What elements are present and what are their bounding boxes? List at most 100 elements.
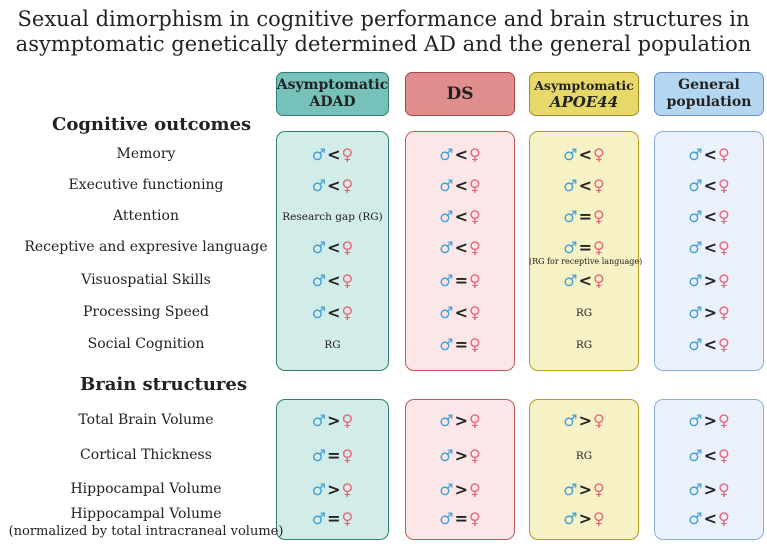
cognitive-panel-apoe44 [529, 131, 639, 371]
male-symbol-icon: ♂ [311, 303, 327, 322]
sex-comparison: ♂<♀ [405, 303, 515, 323]
comparison-operator: > [703, 303, 718, 322]
female-symbol-icon: ♀ [718, 207, 730, 226]
female-symbol-icon: ♀ [718, 335, 730, 354]
female-symbol-icon: ♀ [718, 238, 730, 257]
sex-comparison: ♂=♀ [405, 335, 515, 355]
male-symbol-icon: ♂ [439, 335, 454, 354]
sex-comparison: ♂=♀ [529, 207, 639, 227]
sex-comparison: ♂>♀ [278, 411, 388, 431]
male-symbol-icon: ♂ [688, 207, 703, 226]
comparison-operator: = [327, 446, 341, 465]
comparison-operator: > [327, 411, 341, 430]
male-symbol-icon: ♂ [311, 480, 327, 499]
male-symbol-icon: ♂ [439, 176, 454, 195]
male-symbol-icon: ♂ [439, 411, 454, 430]
male-symbol-icon: ♂ [688, 335, 703, 354]
section-heading-cognitive: Cognitive outcomes [52, 114, 252, 135]
sex-comparison: ♂>♀ [654, 303, 764, 323]
comparison-operator: < [327, 145, 341, 164]
male-symbol-icon: ♂ [688, 303, 703, 322]
row-label: Hippocampal Volume [70, 481, 222, 497]
sex-comparison: ♂=♀ [529, 238, 639, 258]
column-header-line-1: Asymptomatic [534, 78, 634, 93]
sex-comparison: ♂>♀ [529, 509, 639, 529]
male-symbol-icon: ♂ [439, 303, 454, 322]
comparison-operator: < [327, 238, 341, 257]
row-label: Memory [116, 146, 176, 162]
female-symbol-icon: ♀ [718, 411, 730, 430]
comparison-operator: < [703, 238, 718, 257]
female-symbol-icon: ♀ [718, 176, 730, 195]
sex-comparison: ♂=♀ [278, 446, 388, 466]
male-symbol-icon: ♂ [439, 271, 454, 290]
comparison-operator: > [703, 480, 718, 499]
female-symbol-icon: ♀ [718, 480, 730, 499]
sex-comparison: ♂<♀ [278, 145, 388, 165]
comparison-operator: < [454, 238, 469, 257]
sex-comparison: ♂>♀ [278, 480, 388, 500]
female-symbol-icon: ♀ [469, 207, 481, 226]
female-symbol-icon: ♀ [593, 238, 605, 257]
sex-comparison: ♂>♀ [529, 411, 639, 431]
male-symbol-icon: ♂ [439, 446, 454, 465]
female-symbol-icon: ♀ [718, 145, 730, 164]
male-symbol-icon: ♂ [563, 176, 578, 195]
brain-panel-general [654, 399, 764, 540]
row-label: Executive functioning [68, 177, 224, 193]
comparison-operator: = [578, 238, 593, 257]
male-symbol-icon: ♂ [439, 509, 454, 528]
row-label: Total Brain Volume [78, 412, 214, 428]
female-symbol-icon: ♀ [593, 176, 605, 195]
row-label: Cortical Thickness [80, 447, 212, 463]
sex-comparison: ♂<♀ [529, 145, 639, 165]
sex-comparison: ♂<♀ [654, 207, 764, 227]
comparison-operator: > [327, 480, 341, 499]
sex-comparison: ♂>♀ [529, 480, 639, 500]
cognitive-panel-general [654, 131, 764, 371]
male-symbol-icon: ♂ [688, 145, 703, 164]
female-symbol-icon: ♀ [593, 480, 605, 499]
comparison-operator: < [327, 303, 341, 322]
comparison-operator: < [703, 145, 718, 164]
female-symbol-icon: ♀ [341, 411, 354, 430]
brain-panel-adad [276, 399, 389, 540]
sex-comparison: ♂<♀ [529, 176, 639, 196]
male-symbol-icon: ♂ [688, 238, 703, 257]
female-symbol-icon: ♀ [341, 303, 354, 322]
male-symbol-icon: ♂ [311, 509, 327, 528]
figure-title-line-2: asymptomatic genetically determined AD a… [15, 32, 752, 56]
cognitive-panel-adad [276, 131, 389, 371]
female-symbol-icon: ♀ [341, 509, 354, 528]
female-symbol-icon: ♀ [341, 238, 354, 257]
comparison-operator: > [454, 480, 469, 499]
sex-comparison: ♂<♀ [529, 271, 639, 291]
male-symbol-icon: ♂ [311, 446, 327, 465]
sex-comparison: ♂<♀ [654, 145, 764, 165]
comparison-operator: < [327, 271, 341, 290]
cognitive-panel-ds [405, 131, 515, 371]
sex-comparison: ♂<♀ [654, 238, 764, 258]
column-header-line-1: DS [446, 84, 474, 104]
female-symbol-icon: ♀ [469, 411, 481, 430]
sex-comparison: ♂<♀ [278, 271, 388, 291]
comparison-operator: < [454, 303, 469, 322]
comparison-operator: < [703, 176, 718, 195]
figure-title-line-1: Sexual dimorphism in cognitive performan… [17, 7, 750, 31]
sex-comparison: ♂<♀ [405, 207, 515, 227]
research-gap-label: RG [575, 450, 593, 462]
sex-comparison: ♂=♀ [405, 271, 515, 291]
research-gap-label: Research gap (RG) [282, 211, 383, 223]
column-header-line-1: Asymptomatic [276, 77, 389, 93]
male-symbol-icon: ♂ [439, 207, 454, 226]
female-symbol-icon: ♀ [469, 335, 481, 354]
comparison-operator: = [454, 509, 469, 528]
row-label: Visuospatial Skills [81, 272, 211, 288]
male-symbol-icon: ♂ [563, 480, 578, 499]
female-symbol-icon: ♀ [718, 271, 730, 290]
male-symbol-icon: ♂ [563, 145, 578, 164]
male-symbol-icon: ♂ [439, 480, 454, 499]
sex-comparison: ♂>♀ [405, 480, 515, 500]
female-symbol-icon: ♀ [718, 446, 730, 465]
